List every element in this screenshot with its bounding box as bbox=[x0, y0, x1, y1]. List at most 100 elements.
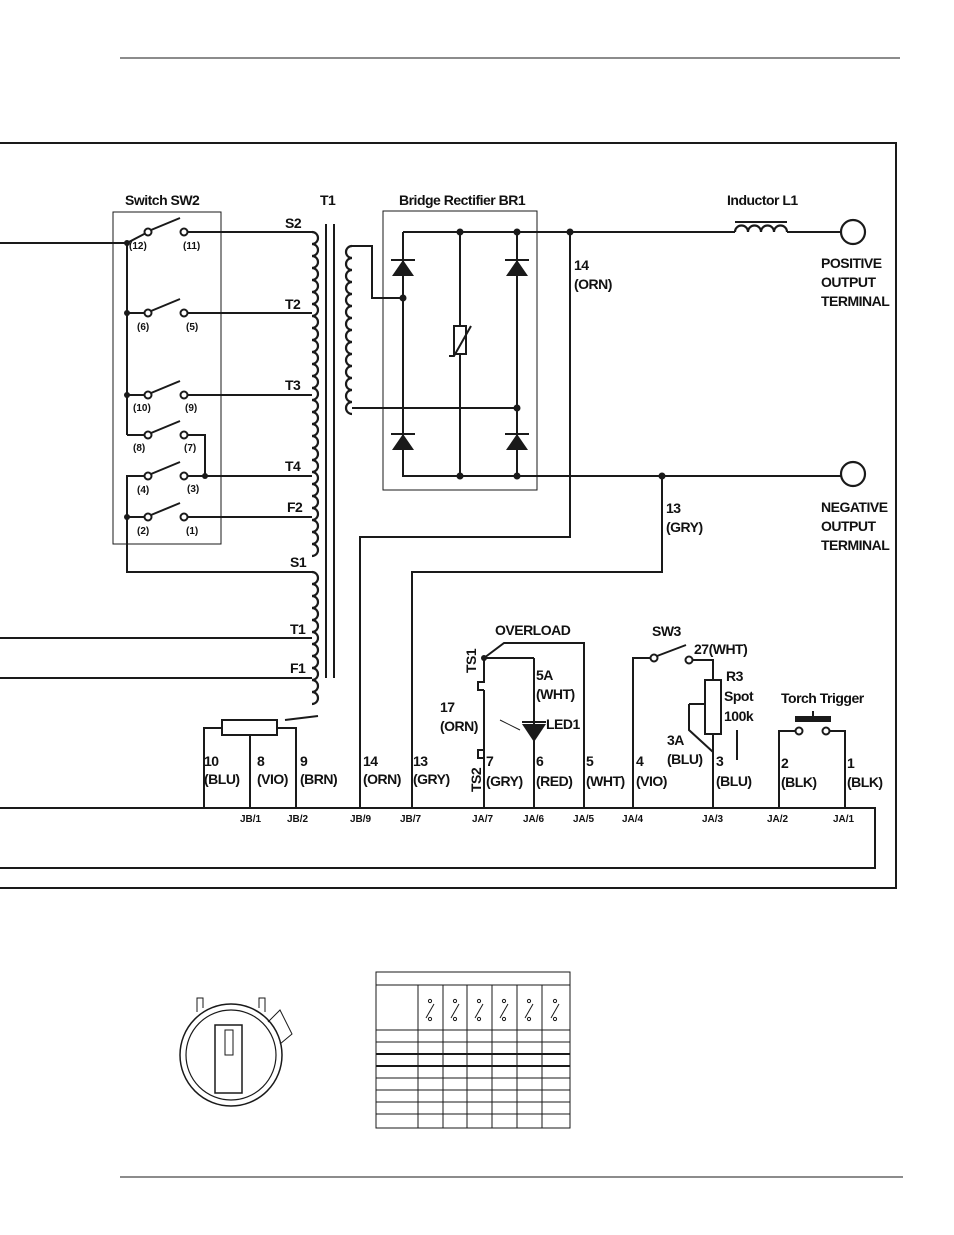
table-switch-symbols bbox=[425, 998, 560, 1022]
conn-ja7: JA/7 bbox=[472, 814, 494, 825]
conn-ja3: JA/3 bbox=[702, 814, 724, 825]
sw2-outline bbox=[112, 211, 222, 545]
led1 bbox=[499, 719, 546, 742]
bw-4-num: 4 bbox=[636, 753, 644, 769]
bw-13-color: (GRY) bbox=[413, 771, 450, 787]
contact-label-10: (10) bbox=[133, 403, 151, 414]
wire-3a-num: 3A bbox=[667, 732, 684, 748]
sw2-contact-8-7 bbox=[126, 395, 206, 476]
bw-3-color: (BLU) bbox=[716, 773, 752, 789]
inductor-title: Inductor L1 bbox=[727, 192, 798, 208]
bw-6-num: 6 bbox=[536, 753, 544, 769]
bw-9-num: 9 bbox=[300, 753, 308, 769]
positive-label-2: OUTPUT bbox=[821, 274, 877, 290]
sw2-contact-2-1 bbox=[124, 502, 312, 573]
sw2-contact-4-3 bbox=[126, 461, 312, 517]
t1-title: T1 bbox=[320, 192, 336, 208]
contact-label-7: (7) bbox=[184, 443, 196, 454]
bw-6-color: (RED) bbox=[536, 773, 572, 789]
sw3-r3: SW3 27(WHT) R3 Spot 100k 3A (BLU) bbox=[632, 623, 754, 808]
contact-label-11: (11) bbox=[183, 241, 200, 252]
varistor bbox=[449, 325, 472, 357]
sw2-contact-10-9 bbox=[143, 380, 312, 400]
bw-1-num: 1 bbox=[847, 755, 855, 771]
bw-14-color: (ORN) bbox=[363, 771, 401, 787]
conn-jb2: JB/2 bbox=[287, 814, 309, 825]
bw-5-color: (WHT) bbox=[586, 773, 625, 789]
bw-8-color: (VIO) bbox=[257, 771, 288, 787]
contact-label-1: (1) bbox=[186, 526, 198, 537]
negative-label-2: OUTPUT bbox=[821, 518, 877, 534]
output-section: Inductor L1 POSITIVE OUTPUT TERMINAL NEG… bbox=[359, 192, 891, 808]
contact-label-5: (5) bbox=[186, 322, 198, 333]
bw-10-color: (BLU) bbox=[204, 771, 240, 787]
negative-label-3: TERMINAL bbox=[821, 537, 890, 553]
bw-10-num: 10 bbox=[204, 753, 219, 769]
diode-top-left bbox=[391, 259, 415, 276]
bw-13-num: 13 bbox=[413, 753, 428, 769]
conn-ja5: JA/5 bbox=[573, 814, 595, 825]
r3-line-1: Spot bbox=[724, 688, 754, 704]
bw-2-num: 2 bbox=[781, 755, 789, 771]
tap-s1: S1 bbox=[290, 554, 307, 570]
led1-label: LED1 bbox=[546, 716, 581, 732]
conn-ja4: JA/4 bbox=[622, 814, 644, 825]
wire-14-num: 14 bbox=[574, 257, 589, 273]
wire-5a-num: 5A bbox=[536, 667, 553, 683]
ts1-label: TS1 bbox=[463, 648, 479, 673]
overload-circuit: OVERLOAD TS1 TS2 17 (ORN) 5A (WHT) LED1 bbox=[440, 622, 585, 808]
t1-secondary-coil bbox=[344, 244, 353, 416]
transformer-t1: T1 S2 T2 T3 T4 F2 S1 T1 F1 bbox=[0, 192, 517, 706]
tap-t2: T2 bbox=[285, 296, 301, 312]
bw-7-color: (GRY) bbox=[486, 773, 523, 789]
diode-bottom-right bbox=[505, 433, 529, 450]
wire-5a-color: (WHT) bbox=[536, 686, 575, 702]
bw-8-num: 8 bbox=[257, 753, 265, 769]
switch-knob-illustration bbox=[179, 997, 293, 1107]
contact-label-4: (4) bbox=[137, 485, 149, 496]
bw-2-color: (BLK) bbox=[781, 774, 817, 790]
sw2-contact-6-5 bbox=[143, 298, 312, 318]
negative-terminal bbox=[839, 460, 867, 488]
r3-line-2: 100k bbox=[724, 708, 754, 724]
inductor-l1 bbox=[733, 224, 789, 233]
positive-terminal bbox=[839, 218, 867, 246]
tap-t3: T3 bbox=[285, 377, 301, 393]
positive-label-3: TERMINAL bbox=[821, 293, 890, 309]
switch-position-table bbox=[375, 971, 571, 1129]
sw3-title: SW3 bbox=[652, 623, 682, 639]
bw-3-num: 3 bbox=[716, 753, 724, 769]
wire-13-num: 13 bbox=[666, 500, 681, 516]
wire-17-color: (ORN) bbox=[440, 718, 478, 734]
overload-title: OVERLOAD bbox=[495, 622, 571, 638]
bw-7-num: 7 bbox=[486, 753, 494, 769]
br1-outline bbox=[382, 210, 538, 491]
bw-14-num: 14 bbox=[363, 753, 378, 769]
tap-f2: F2 bbox=[287, 499, 303, 515]
wire-14-color: (ORN) bbox=[574, 276, 612, 292]
conn-ja2: JA/2 bbox=[767, 814, 789, 825]
contact-label-9: (9) bbox=[185, 403, 197, 414]
contact-label-12: (12) bbox=[129, 241, 147, 252]
bw-5-num: 5 bbox=[586, 753, 594, 769]
br1-title: Bridge Rectifier BR1 bbox=[399, 192, 526, 208]
wire-3a-color: (BLU) bbox=[667, 751, 703, 767]
ts2-label: TS2 bbox=[468, 767, 484, 792]
diagram-frame bbox=[0, 142, 897, 889]
r3-label: R3 bbox=[726, 668, 744, 684]
bw-9-color: (BRN) bbox=[300, 771, 337, 787]
wire-13-color: (GRY) bbox=[666, 519, 703, 535]
wire-13 bbox=[411, 476, 663, 808]
tap-t1: T1 bbox=[290, 621, 306, 637]
negative-label-1: NEGATIVE bbox=[821, 499, 888, 515]
connector-strip: 10 (BLU) 8 (VIO) 9 (BRN) 14 (ORN) 13 (GR… bbox=[0, 753, 883, 869]
conn-jb1: JB/1 bbox=[240, 814, 262, 825]
diode-top-right bbox=[505, 259, 529, 276]
tap-s2: S2 bbox=[285, 215, 302, 231]
wire-17-num: 17 bbox=[440, 699, 455, 715]
bridge-rectifier-br1: Bridge Rectifier BR1 bbox=[382, 192, 570, 491]
conn-ja6: JA/6 bbox=[523, 814, 545, 825]
conn-jb9: JB/9 bbox=[350, 814, 372, 825]
contact-label-8: (8) bbox=[133, 443, 145, 454]
torch-title: Torch Trigger bbox=[781, 690, 865, 706]
